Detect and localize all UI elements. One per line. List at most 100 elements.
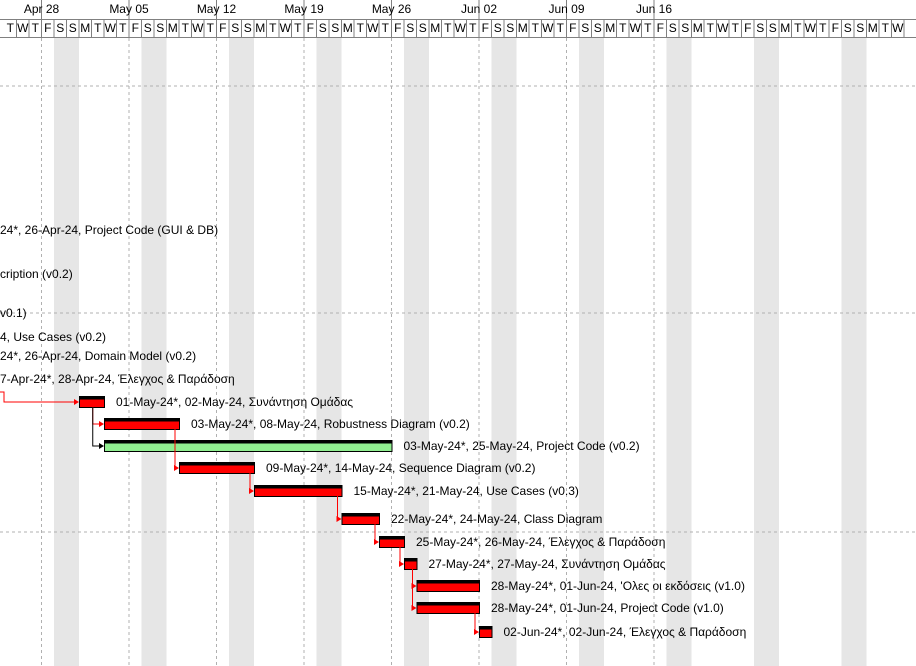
- weekend-column: [754, 38, 767, 666]
- weekend-column: [241, 38, 254, 666]
- day-header: T: [819, 21, 827, 35]
- dependency-arrow: [474, 629, 479, 635]
- day-header: W: [17, 21, 29, 35]
- day-header: S: [593, 21, 602, 35]
- weekend-column: [504, 38, 517, 666]
- day-header: S: [318, 21, 327, 35]
- day-header: T: [706, 21, 714, 35]
- weekend-column: [679, 38, 692, 666]
- task-bar-top: [79, 396, 105, 400]
- task-label[interactable]: 03-May-24*, 08-May-24, Robustness Diagra…: [191, 417, 470, 431]
- week-label: May 12: [196, 2, 237, 16]
- weekend-column: [404, 38, 417, 666]
- day-header: M: [342, 21, 353, 35]
- dependency-arrow: [249, 488, 254, 494]
- day-header: W: [454, 21, 466, 35]
- day-header: M: [867, 21, 878, 35]
- day-header: S: [406, 21, 415, 35]
- day-header: S: [843, 21, 852, 35]
- task-label[interactable]: 24*, 26-Apr-24, Project Code (GUI & DB): [0, 223, 219, 237]
- task-label[interactable]: v0.1): [0, 306, 27, 320]
- day-header: S: [68, 21, 77, 35]
- dependency-link: [92, 407, 99, 447]
- day-header: T: [619, 21, 627, 35]
- task-label[interactable]: 22-May-24*, 24-May-24, Class Diagram: [391, 512, 603, 526]
- task-bar-top: [104, 440, 392, 444]
- task-label[interactable]: 02-Jun-24*, 02-Jun-24, Έλεγχος & Παράδοσ…: [503, 625, 747, 639]
- task-label[interactable]: cription (v0.2): [0, 267, 73, 281]
- day-header: F: [44, 21, 52, 35]
- day-header: S: [243, 21, 252, 35]
- weekend-column: [841, 38, 854, 666]
- weekend-column: [154, 38, 167, 666]
- dependency-arrow: [336, 516, 342, 522]
- week-label: Jun 09: [548, 2, 585, 16]
- day-header: T: [31, 21, 39, 35]
- day-header: F: [306, 21, 314, 35]
- weekend-column: [316, 38, 329, 666]
- task-label[interactable]: 15-May-24*, 21-May-24, Use Cases (v0.3): [353, 484, 579, 498]
- task-bar-top: [404, 558, 417, 562]
- day-header: T: [119, 21, 127, 35]
- week-label: May 26: [371, 2, 412, 16]
- day-header: T: [794, 21, 802, 35]
- task-label[interactable]: 27-May-24*, 27-May-24, Συνάντηση Ομάδας: [428, 557, 666, 571]
- day-header: S: [768, 21, 777, 35]
- weekend-column: [416, 38, 429, 666]
- task-bar-top: [379, 536, 405, 540]
- task-label[interactable]: 28-May-24*, 01-Jun-24, Project Code (v1.…: [491, 601, 724, 615]
- week-label: Jun 16: [635, 2, 673, 16]
- weekend-column: [141, 38, 154, 666]
- task-bar-top: [479, 626, 492, 630]
- day-header: F: [219, 21, 227, 35]
- task-label[interactable]: 01-May-24*, 02-May-24, Συνάντηση Ομάδας: [116, 395, 354, 409]
- week-label: May 19: [284, 2, 324, 16]
- day-header: S: [156, 21, 165, 35]
- day-header: T: [881, 21, 889, 35]
- day-header: W: [104, 21, 116, 35]
- dependency-arrow: [99, 443, 104, 449]
- day-header: F: [481, 21, 489, 35]
- day-header: M: [605, 21, 616, 35]
- day-header: F: [744, 21, 752, 35]
- task-label[interactable]: 24*, 26-Apr-24, Domain Model (v0.2): [0, 349, 197, 363]
- day-header: T: [469, 21, 477, 35]
- day-header: S: [231, 21, 240, 35]
- weekend-column: [66, 38, 79, 666]
- day-header: W: [192, 21, 204, 35]
- day-header: M: [517, 21, 528, 35]
- weekend-column: [491, 38, 504, 666]
- day-header: S: [756, 21, 765, 35]
- task-label[interactable]: 28-May-24*, 01-Jun-24, 'Ολες οι εκδόσεις…: [491, 579, 745, 593]
- task-label[interactable]: 03-May-24*, 25-May-24, Project Code (v0.…: [403, 439, 640, 453]
- day-header: T: [381, 21, 389, 35]
- day-header: F: [831, 21, 839, 35]
- task-label[interactable]: 7-Apr-24*, 28-Apr-24, Έλεγχος & Παράδοση: [0, 372, 235, 386]
- weekend-column: [591, 38, 604, 666]
- day-header: M: [430, 21, 441, 35]
- day-header: W: [717, 21, 729, 35]
- weekend-column: [54, 38, 67, 666]
- day-header: S: [418, 21, 427, 35]
- day-header: W: [892, 21, 904, 35]
- day-header: M: [167, 21, 178, 35]
- day-header: W: [629, 21, 641, 35]
- task-label[interactable]: 25-May-24*, 26-May-24, Έλεγχος & Παράδοσ…: [416, 535, 666, 549]
- weekend-column: [229, 38, 242, 666]
- day-header: T: [556, 21, 564, 35]
- day-header: T: [444, 21, 452, 35]
- day-header: F: [569, 21, 577, 35]
- dependency-arrow: [174, 465, 179, 471]
- week-label: Jun 02: [460, 2, 498, 16]
- day-header: S: [581, 21, 590, 35]
- task-label[interactable]: 09-May-24*, 14-May-24, Sequence Diagram …: [266, 461, 536, 475]
- task-bar-top: [254, 485, 342, 489]
- dependency-arrow: [374, 539, 379, 545]
- weekend-column: [579, 38, 592, 666]
- day-header: S: [56, 21, 65, 35]
- day-header: T: [181, 21, 189, 35]
- day-header: S: [506, 21, 515, 35]
- task-label[interactable]: 4, Use Cases (v0.2): [0, 330, 107, 344]
- task-bar-top: [417, 580, 480, 584]
- dependency-arrow: [399, 561, 404, 567]
